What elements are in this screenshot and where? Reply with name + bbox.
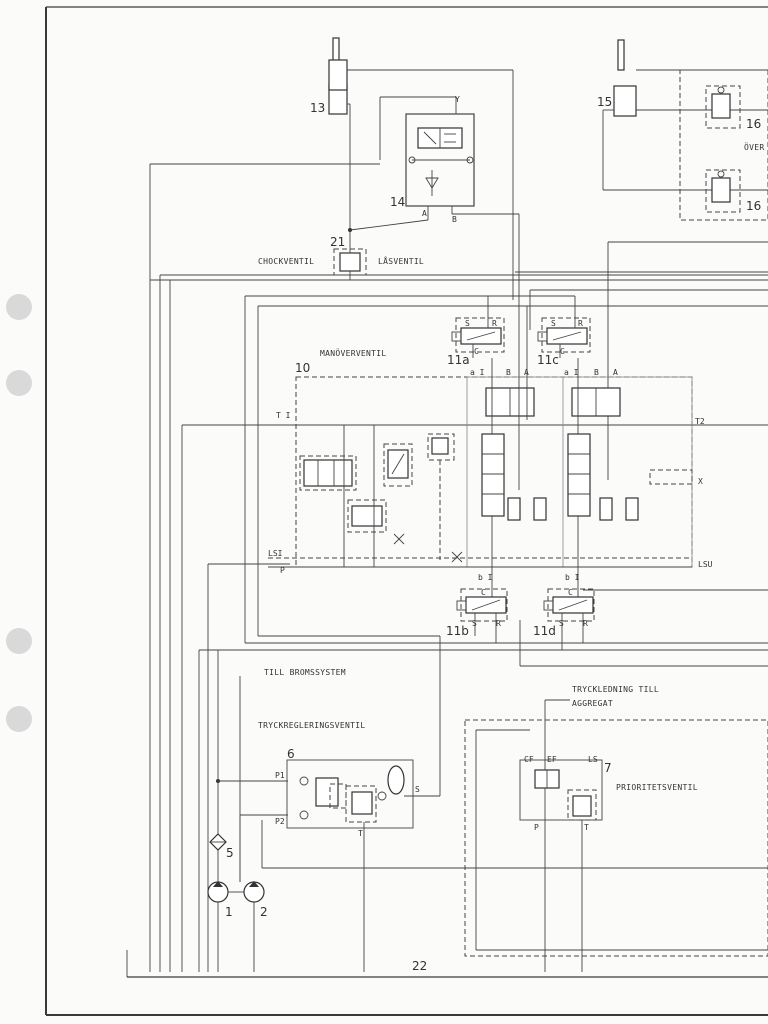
solenoid-valve-11a bbox=[451, 296, 505, 358]
port-ef: EF bbox=[547, 755, 557, 764]
priority-valve-7 bbox=[464, 699, 768, 972]
port-a-14: A bbox=[422, 209, 427, 218]
port-x: X bbox=[698, 477, 703, 486]
port-s-11b: S bbox=[472, 619, 477, 628]
number-2: 2 bbox=[260, 905, 268, 919]
number-1: 1 bbox=[225, 905, 233, 919]
port-lsu: LSU bbox=[698, 560, 713, 569]
port-r-11b: R bbox=[496, 619, 501, 628]
port-p1: P1 bbox=[275, 771, 285, 780]
port-c-11b: C bbox=[481, 588, 486, 597]
number-11b: 11b bbox=[446, 624, 469, 638]
number-7: 7 bbox=[604, 761, 612, 775]
number-11a: 11a bbox=[447, 353, 470, 367]
number-15: 15 bbox=[597, 95, 612, 109]
port-a1-second: a I bbox=[564, 368, 579, 377]
main-pipes bbox=[149, 163, 768, 972]
port-r-11a: R bbox=[492, 319, 497, 328]
port-ls: LS bbox=[588, 755, 598, 764]
label-till-bromssystem: TILL BROMSSYSTEM bbox=[264, 668, 346, 677]
port-c-11c: C bbox=[560, 347, 565, 356]
port-c-11a: C bbox=[474, 347, 479, 356]
label-chockventil: CHOCKVENTIL bbox=[258, 257, 314, 266]
binder-hole bbox=[6, 706, 32, 732]
port-s-11c: S bbox=[551, 319, 556, 328]
port-r-11c: R bbox=[578, 319, 583, 328]
label-over: ÖVER bbox=[744, 142, 764, 152]
port-a1: a I bbox=[470, 368, 485, 377]
port-s-6: S bbox=[415, 785, 420, 794]
number-6: 6 bbox=[287, 747, 295, 761]
number-22: 22 bbox=[412, 959, 427, 973]
port-t1: T I bbox=[276, 411, 291, 420]
number-11c: 11c bbox=[537, 353, 559, 367]
port-y: Y bbox=[455, 95, 460, 104]
label-manoverventil: MANÖVERVENTIL bbox=[320, 348, 387, 358]
port-p2: P2 bbox=[275, 817, 285, 826]
port-p-7: P bbox=[534, 823, 539, 832]
port-lsi: LSI bbox=[268, 549, 283, 558]
number-10: 10 bbox=[295, 361, 310, 375]
number-16-bottom: 16 bbox=[746, 199, 761, 213]
port-b-top-1: B bbox=[506, 368, 511, 377]
label-prioritetsventil: PRIORITETSVENTIL bbox=[616, 783, 698, 792]
port-cf: CF bbox=[524, 755, 534, 764]
page-frame bbox=[45, 6, 768, 1016]
pressure-valve-6 bbox=[216, 636, 441, 972]
solenoid-valve-11d bbox=[543, 588, 768, 650]
valve-14 bbox=[349, 96, 520, 272]
control-valve-10 bbox=[268, 272, 693, 600]
port-b1: b I bbox=[478, 573, 493, 582]
port-b-14: B bbox=[452, 215, 457, 224]
label-tryckledning-1: TRYCKLEDNING TILL bbox=[572, 685, 659, 694]
port-t2: T2 bbox=[695, 417, 705, 426]
port-s-11d: S bbox=[559, 619, 564, 628]
number-16-top: 16 bbox=[746, 117, 761, 131]
port-b1-second: b I bbox=[565, 573, 580, 582]
label-tryckregleringsventil: TRYCKREGLERINGSVENTIL bbox=[258, 721, 365, 730]
port-s-11a: S bbox=[465, 319, 470, 328]
label-lasventil: LÅSVENTIL bbox=[378, 255, 424, 266]
port-t-6: T bbox=[358, 829, 363, 838]
cylinder-15 bbox=[602, 39, 768, 191]
relief-valves-16 bbox=[679, 69, 768, 221]
port-b-top-2: B bbox=[594, 368, 599, 377]
pumps bbox=[207, 650, 265, 972]
port-r-11d: R bbox=[583, 619, 588, 628]
cylinder-13 bbox=[328, 37, 514, 300]
label-tryckledning-2: AGGREGAT bbox=[572, 699, 613, 708]
binder-hole bbox=[6, 370, 32, 396]
port-a-top-1: A bbox=[524, 368, 529, 377]
number-14: 14 bbox=[390, 195, 405, 209]
number-13: 13 bbox=[310, 101, 325, 115]
number-11d: 11d bbox=[533, 624, 556, 638]
port-a-top-2: A bbox=[613, 368, 618, 377]
port-p: P bbox=[280, 566, 285, 575]
port-t-7: T bbox=[584, 823, 589, 832]
number-21: 21 bbox=[330, 235, 345, 249]
solenoid-valve-11c bbox=[537, 296, 591, 358]
binder-hole bbox=[6, 628, 32, 654]
number-5: 5 bbox=[226, 846, 234, 860]
binder-hole bbox=[6, 294, 32, 320]
solenoid-valve-11b bbox=[456, 588, 508, 643]
port-c-11d: C bbox=[568, 588, 573, 597]
